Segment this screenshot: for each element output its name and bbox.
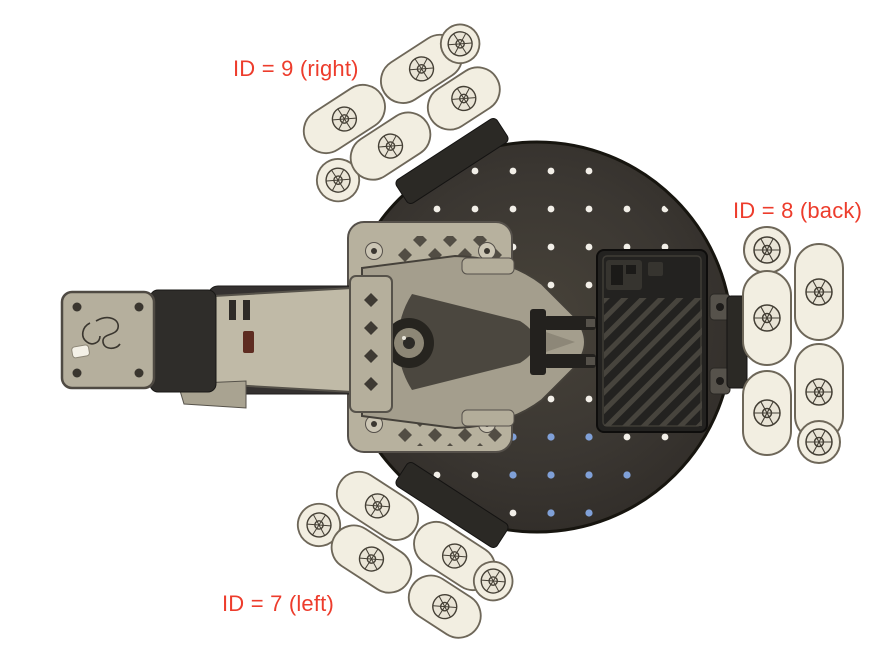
electronics-box <box>596 249 708 433</box>
arm-side-rail <box>349 275 393 413</box>
arm-shoulder-link <box>149 285 363 409</box>
wheel-bracket-7 <box>395 461 509 549</box>
robot-arm <box>60 221 596 453</box>
wheel-bracket-9 <box>395 117 509 205</box>
gripper <box>530 309 596 375</box>
annotation-wheel-9: ID = 9 (right) <box>233 56 359 81</box>
joint-motor <box>384 318 434 368</box>
annotation-wheel-8: ID = 8 (back) <box>733 198 863 223</box>
omni-wheel-8 <box>743 227 843 463</box>
end-effector-plate <box>60 290 156 390</box>
logo-doodle <box>81 316 121 350</box>
arm-forearm <box>361 254 587 430</box>
annotation-wheel-7: ID = 7 (left) <box>222 591 335 616</box>
